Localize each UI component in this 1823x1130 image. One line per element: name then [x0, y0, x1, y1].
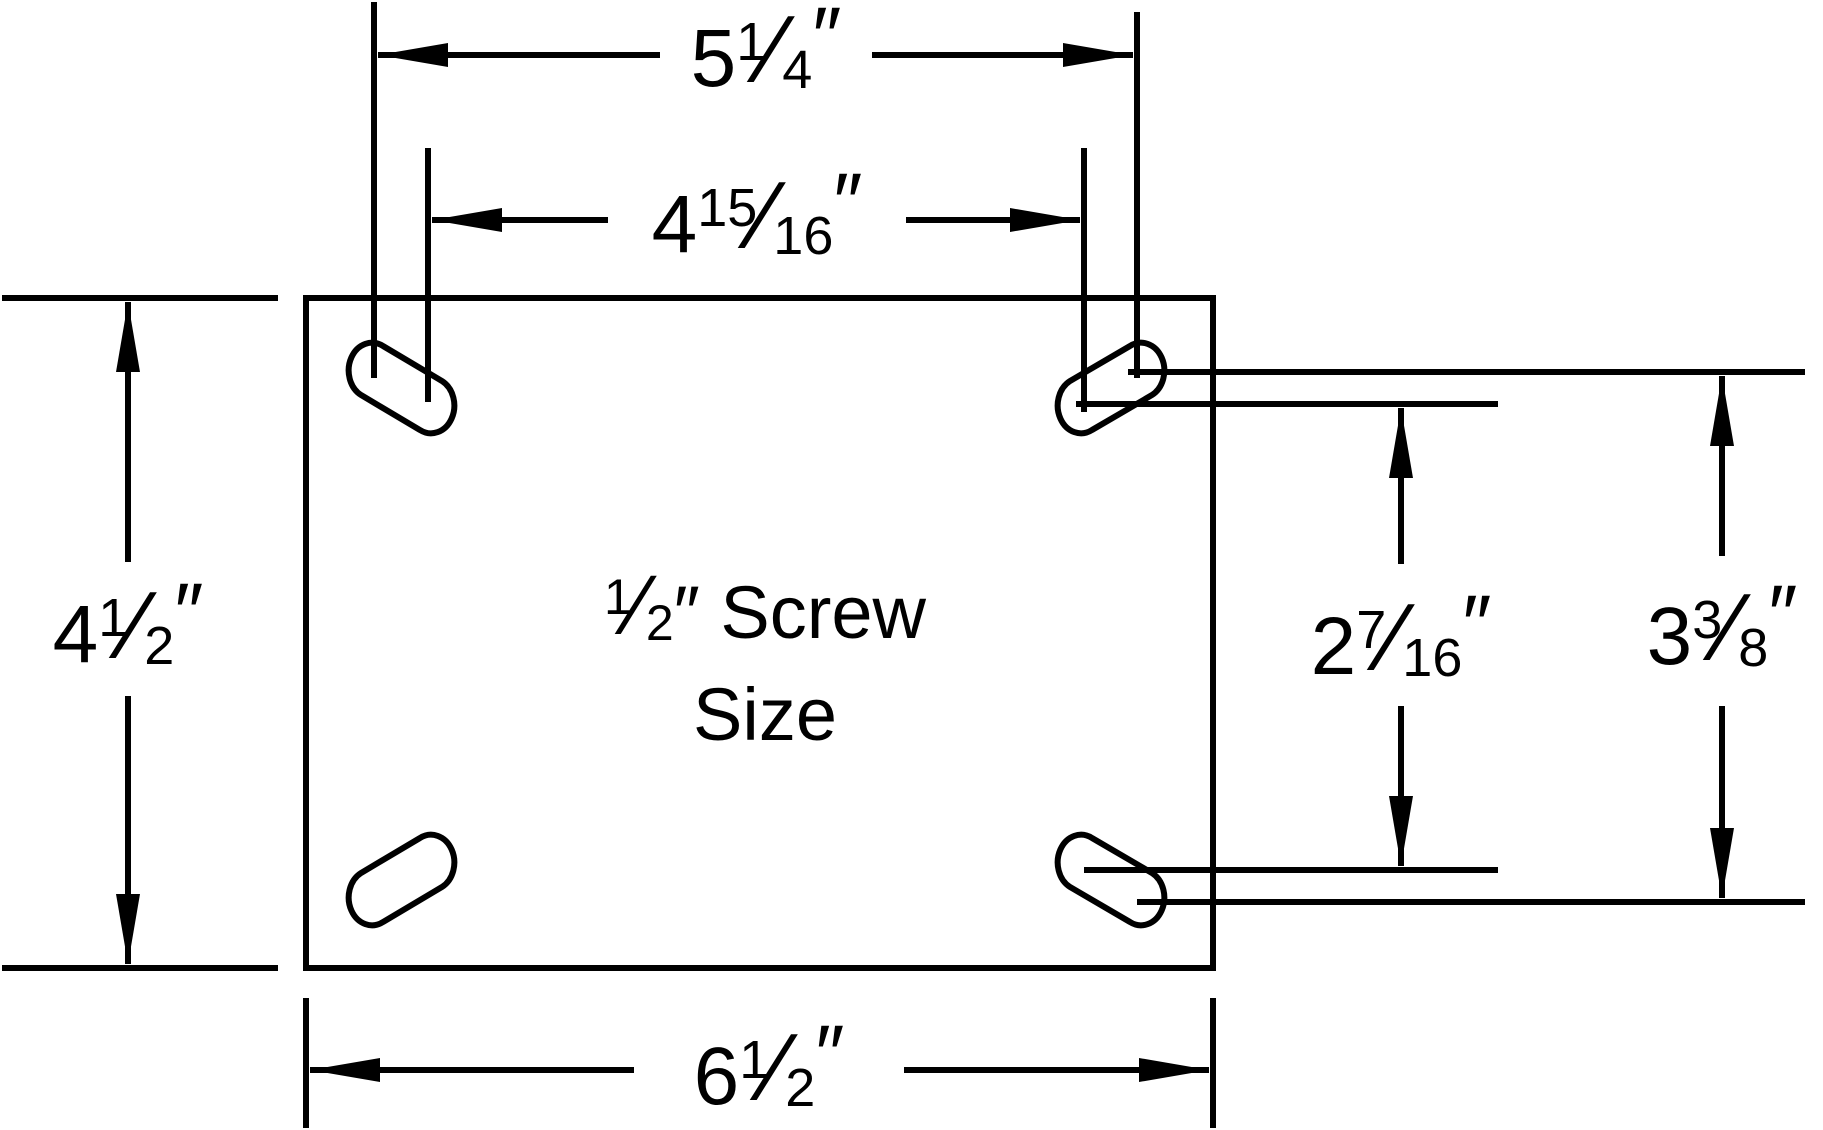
dim-numerator: 1 [736, 12, 766, 72]
dim-denominator: 16 [1402, 628, 1462, 688]
dim-whole: 6 [694, 1031, 740, 1122]
dimension-label-top-inner: 415⁄16″ [652, 157, 863, 270]
dim-whole: 2 [1311, 601, 1357, 692]
slot-hole-top-left [345, 339, 458, 437]
dim-whole: 4 [53, 589, 99, 680]
dim-unit: ″ [1462, 579, 1491, 670]
plate-outline [303, 295, 1216, 971]
dim-unit: ″ [812, 0, 841, 82]
dim-denominator: 2 [785, 1058, 815, 1118]
dim-numerator: 15 [697, 178, 757, 238]
screw-size-numerator: 1 [604, 569, 632, 625]
dim-numerator: 1 [739, 1030, 769, 1090]
dim-denominator: 2 [144, 616, 174, 676]
dim-numerator: 1 [98, 588, 128, 648]
slot-hole-bottom-left [345, 831, 458, 929]
slot-hole-bottom-right [1054, 831, 1168, 929]
dimension-label-left-height: 41⁄2″ [53, 567, 204, 680]
dimension-label-top-outer: 51⁄4″ [691, 0, 842, 104]
screw-size-rest: ″ Screw [674, 571, 927, 654]
dim-numerator: 7 [1356, 600, 1386, 660]
dim-unit: ″ [1768, 569, 1797, 660]
dim-denominator: 16 [773, 206, 833, 266]
dim-unit: ″ [815, 1009, 844, 1100]
dim-denominator: 8 [1738, 618, 1768, 678]
dim-whole: 5 [691, 13, 737, 104]
dimension-label-right-inner: 27⁄16″ [1311, 579, 1492, 692]
dim-denominator: 4 [782, 40, 812, 100]
dimension-label-right-outer: 33⁄8″ [1647, 569, 1798, 682]
dim-whole: 3 [1647, 591, 1693, 682]
dim-unit: ″ [174, 567, 203, 658]
dim-whole: 4 [652, 179, 698, 270]
dim-unit: ″ [833, 157, 862, 248]
dim-numerator: 3 [1692, 590, 1722, 650]
screw-size-label-line2: Size [693, 673, 837, 756]
screw-size-denominator: 2 [646, 595, 674, 651]
screw-size-label-line1: 1⁄2″ Screw [604, 558, 927, 654]
slot-hole-top-right [1054, 339, 1168, 437]
dimension-label-bottom-width: 61⁄2″ [694, 1009, 845, 1122]
